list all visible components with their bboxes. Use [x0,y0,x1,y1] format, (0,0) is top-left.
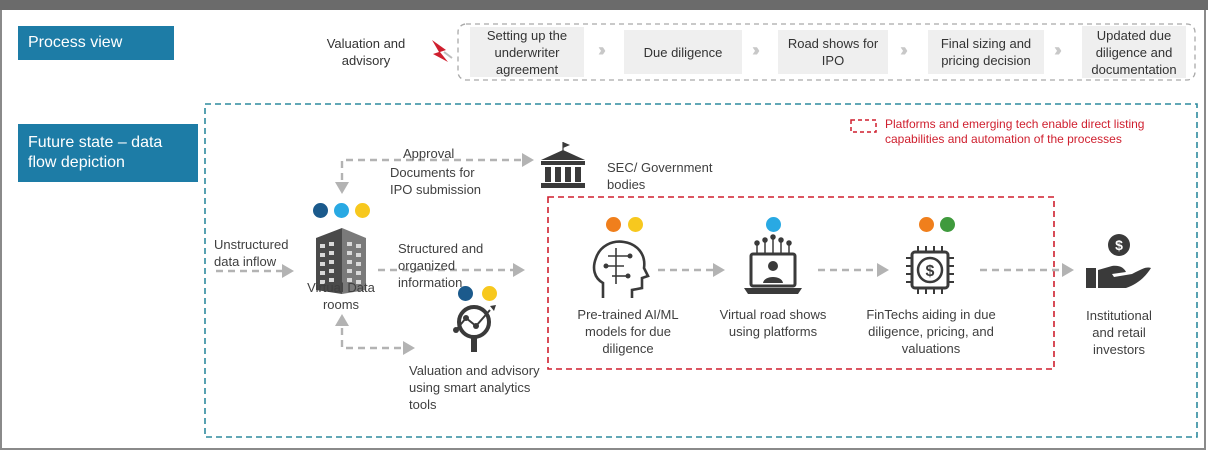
unstructured-label: Unstructured data inflow [214,237,289,269]
ai-head-circuit-icon [592,240,650,298]
fintechs-label: FinTechs aiding in due diligence, pricin… [866,307,996,356]
top-bar [0,0,1208,10]
data-room-building-icon [316,228,366,294]
approval-label: Approval [403,146,455,161]
process-step-valuation: Valuation and advisory [326,36,406,68]
laptop-presenter-icon [744,234,802,294]
legend-text: Platforms and emerging tech enable direc… [885,117,1145,146]
dot-yellow [628,217,643,232]
emerging-tech-border [547,196,1055,370]
fintech-chip-dollar-icon: $ [906,246,954,294]
lightning-tail [443,51,453,59]
ai-ml-label: Pre-trained AI/ML models for due diligen… [577,307,679,356]
dot-yellow [355,203,370,218]
process-step-road-shows: Road shows for IPO [778,30,888,74]
svg-text:$: $ [1115,237,1123,253]
virtual-road-label: Virtual road shows using platforms [719,307,827,339]
chevron-icon: ›› [752,40,760,60]
structured-label: Structured and organized information [398,241,484,290]
dot-green [940,217,955,232]
analytics-magnifier-icon [453,305,496,352]
valuation-tools-label: Valuation and advisory using smart analy… [409,363,540,412]
future-state-border [204,103,1198,438]
process-steps-container [457,23,1196,81]
outer-frame [0,10,1206,450]
hand-coin-icon: $ [1086,234,1151,288]
dot-orange [919,217,934,232]
chevron-icon: ›› [900,40,908,60]
virtual-data-rooms-label: Virtual Data rooms [307,280,375,312]
investors-label: Institutional and retail investors [1086,308,1152,357]
dot-orange [606,217,621,232]
lightning-icon [432,40,448,62]
future-state-label: Future state – data flow depiction [18,124,198,182]
legend-swatch [850,119,877,133]
chevron-icon: ›› [1054,40,1062,60]
process-step-due-diligence: Due diligence [624,30,742,74]
svg-text:$: $ [926,263,935,280]
dot-yellow [482,286,497,301]
flow-arrows [216,158,1064,350]
process-view-label: Process view [18,26,174,60]
documents-label: Documents for IPO submission [390,165,482,197]
dot-sky [334,203,349,218]
government-building-icon [541,142,585,188]
process-step-underwriter: Setting up the underwriter agreement [470,27,584,77]
process-step-updated-dd: Updated due diligence and documentation [1082,26,1186,78]
process-step-final-sizing: Final sizing and pricing decision [928,30,1044,74]
arrow-heads [282,153,1074,355]
sec-label: SEC/ Government bodies [607,160,713,192]
chevron-icon: ›› [598,40,606,60]
dot-navy [313,203,328,218]
dot-sky [766,217,781,232]
dot-navy [458,286,473,301]
